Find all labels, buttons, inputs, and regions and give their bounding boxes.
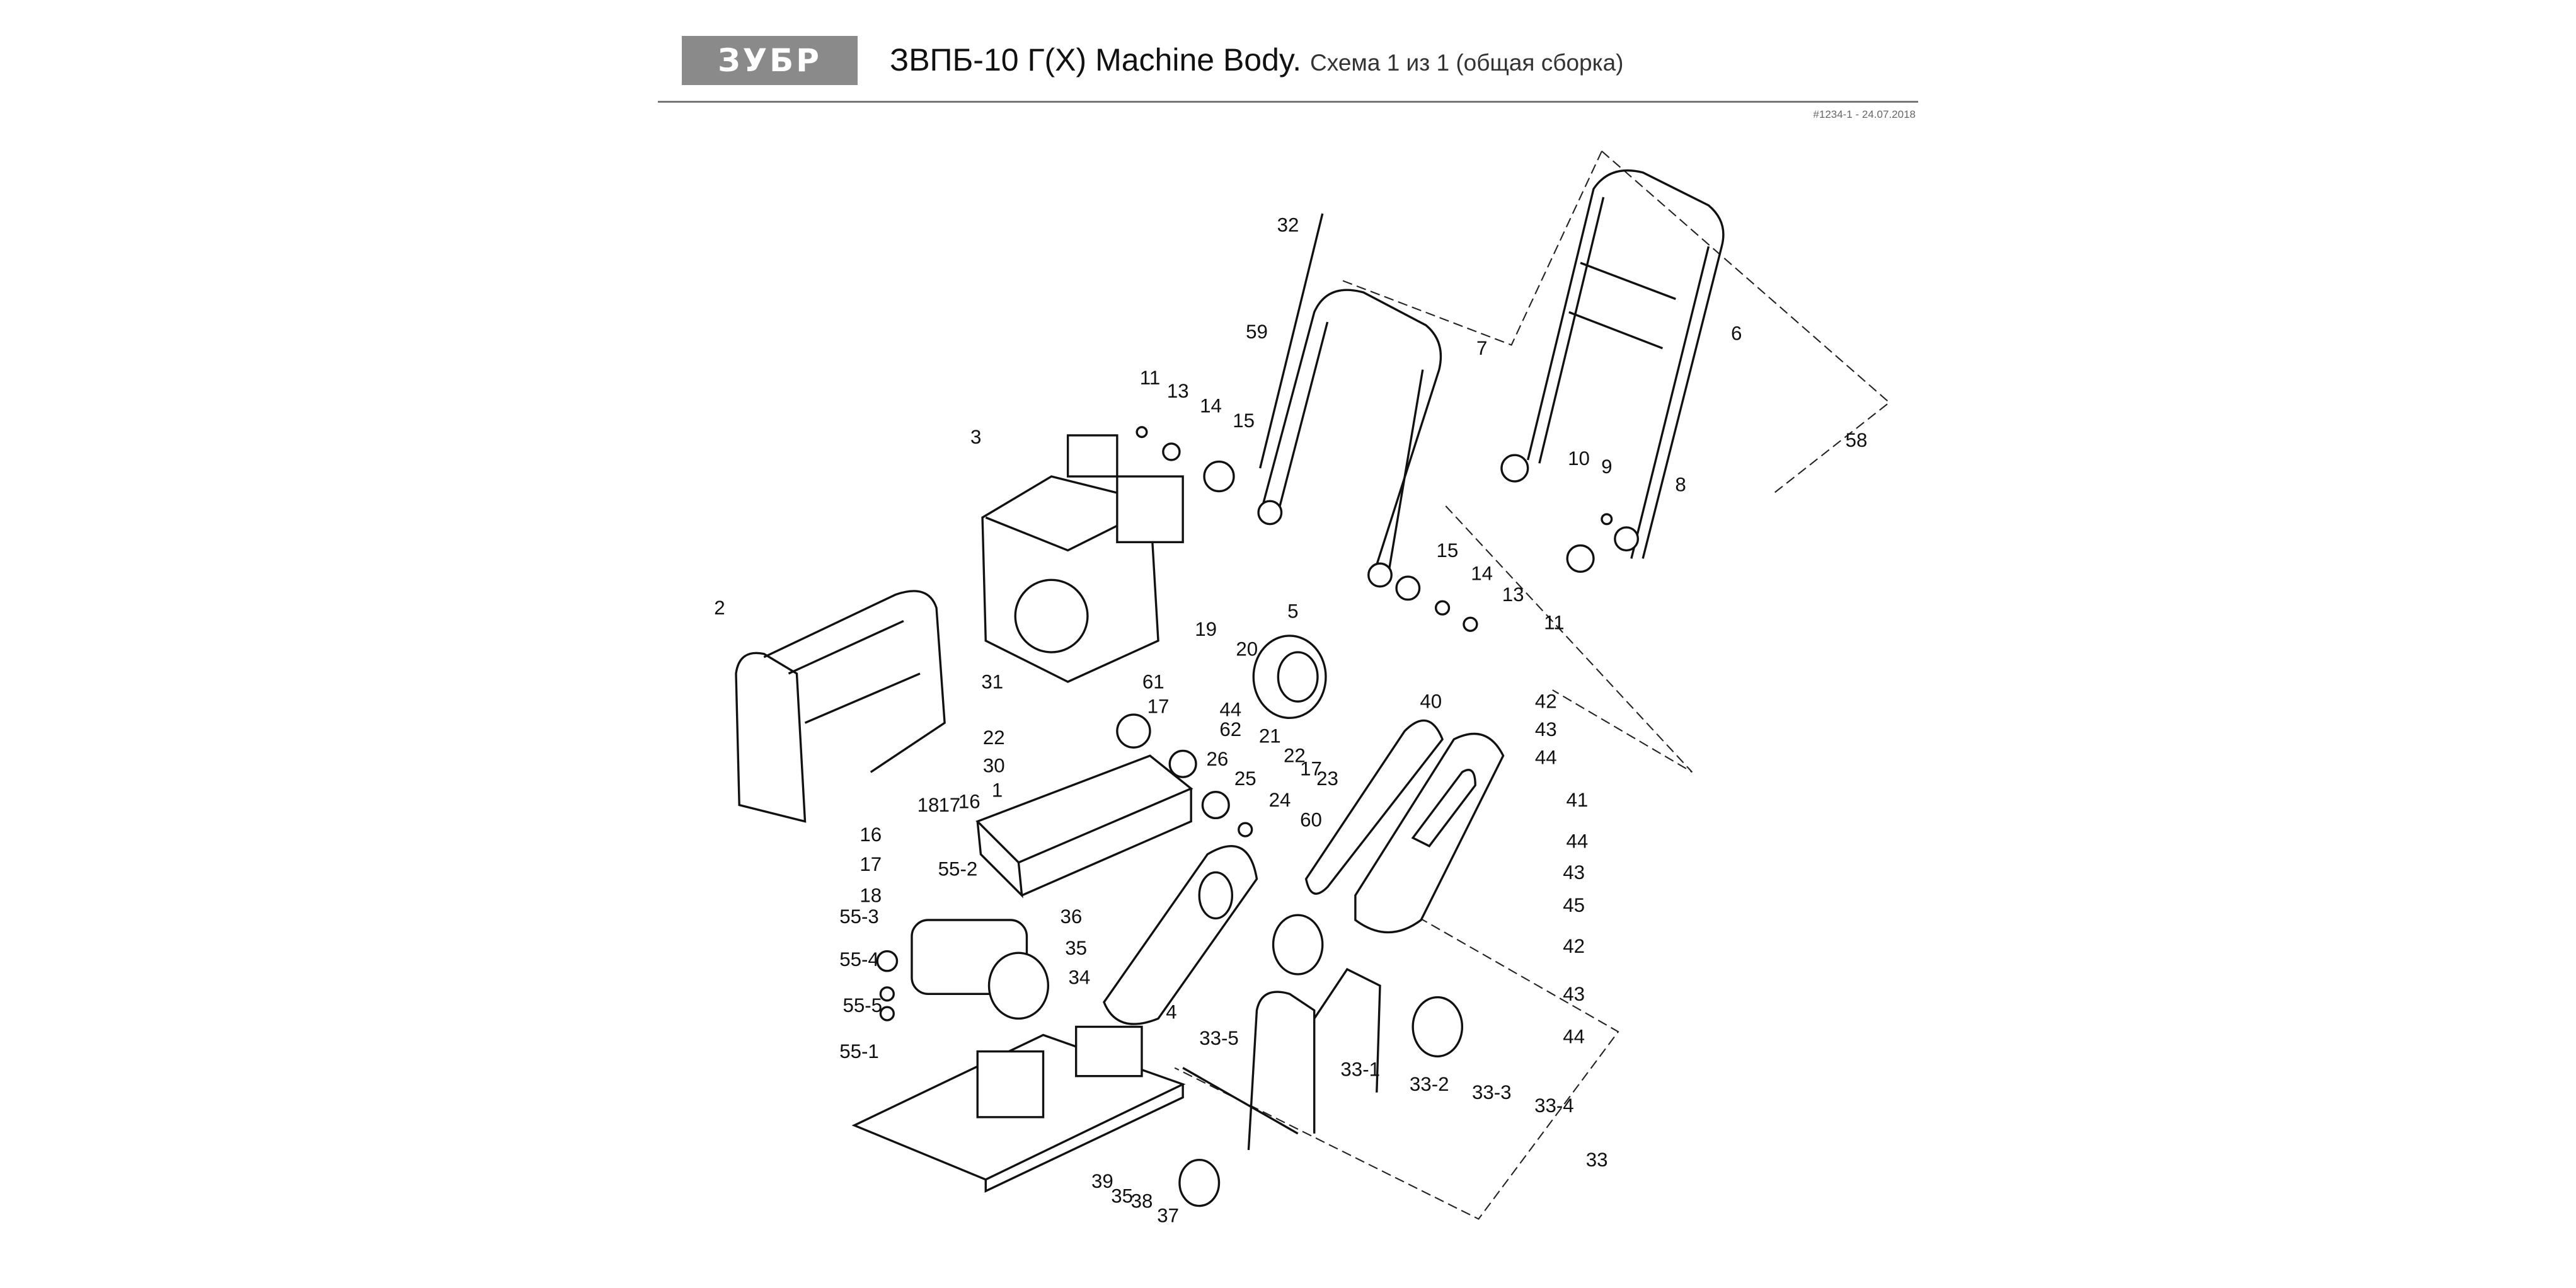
callout-label: 11 xyxy=(1140,367,1160,389)
callout-label: 55-5 xyxy=(842,994,882,1016)
callout-label: 8 xyxy=(1675,474,1686,496)
callout-label: 38 xyxy=(1131,1190,1153,1212)
callout-label: 4 xyxy=(1166,1001,1176,1023)
callout-label: 59 xyxy=(1246,321,1268,343)
callout-label: 34 xyxy=(1069,967,1091,989)
callout-label: 41 xyxy=(1566,789,1588,811)
callout-label: 15 xyxy=(1233,410,1255,432)
callout-label: 43 xyxy=(1563,983,1585,1005)
document-id: #1234-1 - 24.07.2018 xyxy=(1813,108,1916,120)
callout-label: 22 xyxy=(983,727,1005,749)
belt-4 xyxy=(1103,844,1258,1025)
title-subtitle: Схема 1 из 1 (общая сборка) xyxy=(1310,50,1624,76)
callout-label: 39 xyxy=(1091,1170,1113,1192)
callout-label: 14 xyxy=(1471,562,1493,584)
callout-label: 24 xyxy=(1269,789,1291,811)
callout-label: 6 xyxy=(1731,323,1742,345)
callout-label: 42 xyxy=(1563,935,1585,957)
hardware-small-parts xyxy=(876,426,1613,1021)
callout-label: 25 xyxy=(1234,768,1256,790)
callout-label: 17 xyxy=(1300,758,1322,780)
callout-label: 17 xyxy=(1147,696,1170,718)
engine-3 xyxy=(981,434,1184,683)
frame-1 xyxy=(975,713,1197,899)
callout-label: 33-4 xyxy=(1534,1095,1574,1117)
callout-label: 19 xyxy=(1195,618,1217,640)
callout-label: 9 xyxy=(1601,456,1612,478)
page-title: ЗВПБ-10 Г(Х) Machine Body. Схема 1 из 1 … xyxy=(890,42,1624,78)
callout-label: 10 xyxy=(1568,447,1590,469)
logo-text: ЗУБР xyxy=(718,42,822,79)
callout-label: 55-1 xyxy=(839,1040,879,1062)
callout-label: 33-1 xyxy=(1340,1059,1380,1081)
callout-label: 35 xyxy=(1065,937,1087,959)
callout-label: 18 xyxy=(860,884,882,906)
handle-2 xyxy=(735,590,946,823)
callout-label: 33-5 xyxy=(1199,1027,1239,1049)
callout-label: 43 xyxy=(1563,861,1585,883)
callout-label: 15 xyxy=(1437,539,1459,561)
callout-label: 23 xyxy=(1316,768,1338,790)
callout-label: 44 xyxy=(1563,1026,1585,1048)
callout-label: 13 xyxy=(1167,380,1189,402)
callout-labels: 32 59 7 6 58 11 13 14 15 3 10 9 8 2 15 1… xyxy=(714,214,1867,1227)
callout-label: 55-3 xyxy=(839,906,879,928)
callout-label: 5 xyxy=(1287,600,1298,622)
callout-label: 14 xyxy=(1200,394,1222,417)
callout-label: 32 xyxy=(1277,214,1299,236)
callout-label: 44 xyxy=(1535,746,1557,768)
callout-label: 33 xyxy=(1586,1149,1608,1171)
callout-label: 7 xyxy=(1476,337,1487,359)
callout-label: 11 xyxy=(1544,612,1564,634)
callout-label: 21 xyxy=(1259,725,1281,747)
callout-label: 37 xyxy=(1157,1205,1179,1227)
handle-7 xyxy=(1257,213,1442,588)
callout-label: 2 xyxy=(714,597,725,619)
trolley-33 xyxy=(1182,914,1464,1151)
callout-label: 30 xyxy=(983,754,1005,776)
callout-label: 16 xyxy=(860,824,882,846)
callout-label: 60 xyxy=(1300,808,1322,831)
callout-label: 40 xyxy=(1420,691,1442,713)
callout-label: 44 xyxy=(1219,699,1241,721)
callout-label: 36 xyxy=(1060,906,1082,928)
callout-label: 18 xyxy=(917,794,940,816)
callout-label: 17 xyxy=(860,853,882,875)
callout-label: 35 xyxy=(1111,1185,1133,1207)
callout-label: 20 xyxy=(1236,638,1258,660)
belt-40-and-guard-41 xyxy=(1304,719,1505,934)
callout-label: 42 xyxy=(1535,691,1557,713)
callout-label: 62 xyxy=(1219,718,1241,740)
title-main: ЗВПБ-10 Г(Х) Machine Body. xyxy=(890,42,1302,78)
callout-label: 45 xyxy=(1563,894,1585,916)
callout-label: 33-2 xyxy=(1410,1073,1449,1095)
callout-label: 16 xyxy=(958,791,980,813)
header-divider xyxy=(658,101,1918,103)
callout-label: 55-4 xyxy=(839,948,879,970)
callout-label: 22 xyxy=(1284,745,1306,767)
base-plate-55-1 xyxy=(851,1025,1221,1207)
callout-label: 31 xyxy=(981,670,1003,693)
pulley-5 xyxy=(1252,635,1327,720)
callout-label: 61 xyxy=(1142,670,1164,693)
callout-label: 44 xyxy=(1566,830,1588,852)
callout-label: 33-3 xyxy=(1472,1081,1512,1103)
zubr-logo: ЗУБР xyxy=(682,36,858,85)
callout-label: 58 xyxy=(1846,429,1868,451)
motor-55-2 xyxy=(911,919,1050,1020)
callout-label: 13 xyxy=(1502,584,1524,606)
callout-label: 43 xyxy=(1535,718,1557,740)
handle-6 xyxy=(1500,169,1725,559)
callout-label: 17 xyxy=(939,794,961,816)
callout-label: 26 xyxy=(1207,748,1229,770)
dashed-group-boundaries xyxy=(1174,151,1890,1220)
callout-label: 3 xyxy=(970,426,981,448)
callout-label: 55-2 xyxy=(938,858,978,880)
callout-label: 1 xyxy=(992,779,1003,801)
